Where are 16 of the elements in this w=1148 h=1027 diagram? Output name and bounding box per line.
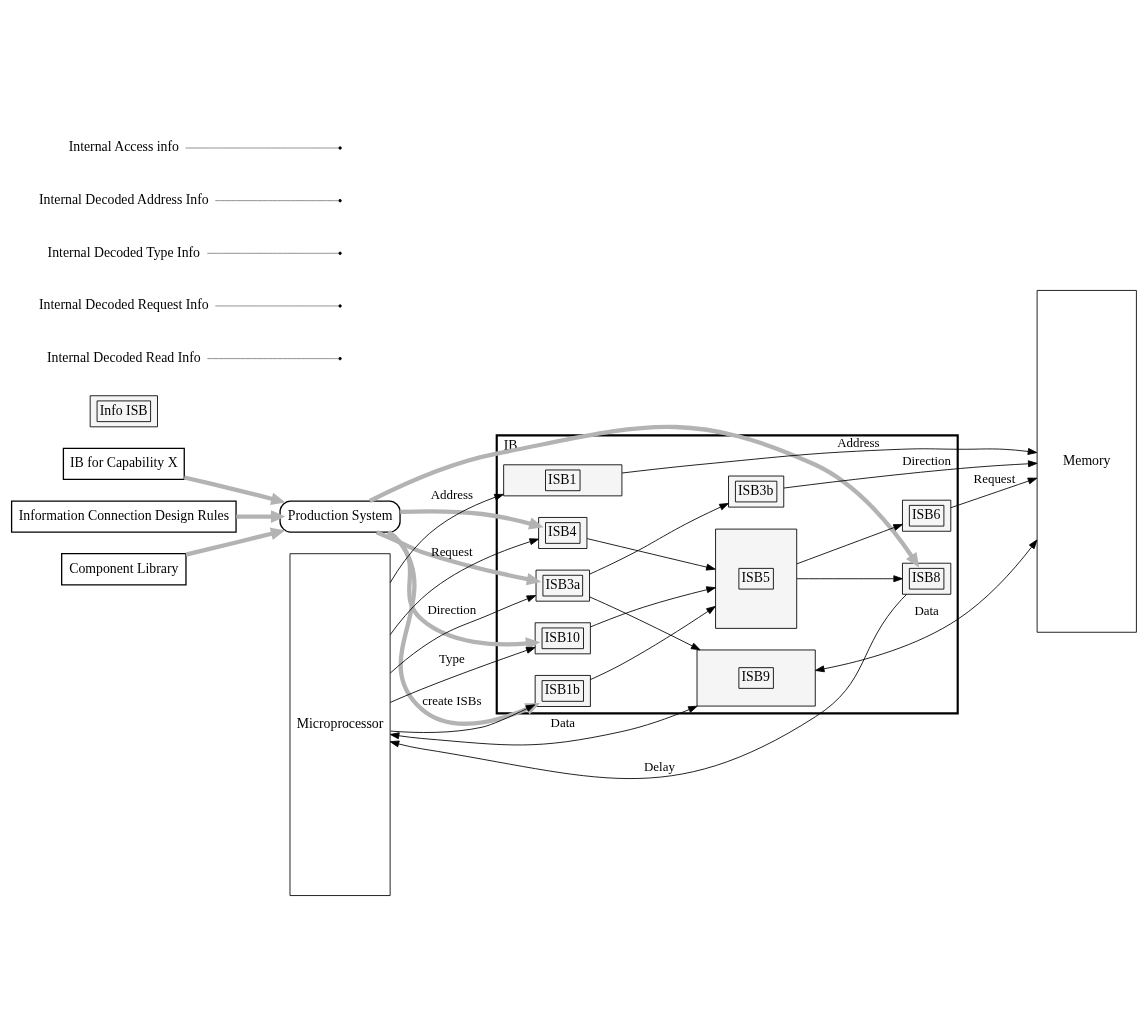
node-text: Internal Decoded Address Info [38, 191, 209, 207]
edge-label: Request [973, 470, 1016, 486]
edge-label: Direction [427, 601, 477, 617]
edge-label: Address [430, 486, 474, 502]
node-text: Internal Decoded Read Info [47, 349, 201, 365]
edge-label: Address [837, 434, 880, 450]
edge-label: Direction [902, 452, 952, 468]
node-text: Internal Decoded Type Info [47, 244, 201, 260]
node-text: Internal Decoded Request Info [38, 296, 209, 312]
edge-label: Request [431, 543, 473, 559]
edge-label: Data [550, 714, 575, 730]
node-text: Internal Access info [68, 138, 179, 154]
edge-label: Type [439, 650, 465, 666]
edge-label: Delay [644, 758, 675, 774]
edge-label: create ISBs [422, 692, 482, 708]
edge-label: Data [914, 602, 939, 618]
